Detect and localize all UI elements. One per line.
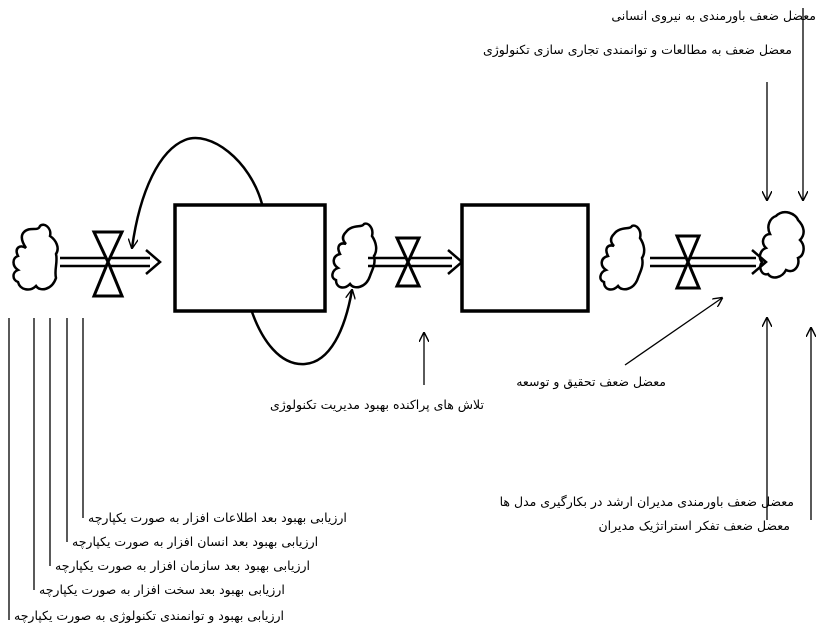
cloud-mid-2-icon — [599, 224, 646, 291]
label-center: تلاش های پراکنده بهبود مدیریت تکنولوژی — [269, 397, 484, 412]
label-top-1: معضل ضعف باورمندی به نیروی انسانی — [611, 8, 816, 23]
stock-box-2 — [460, 203, 590, 313]
valve-icon — [394, 236, 422, 288]
label-right-1: معضل ضعف باورمندی مدیران ارشد در بکارگیر… — [499, 494, 794, 509]
valve-icon — [674, 234, 702, 290]
label-left-2: ارزیابی بهبود بعد انسان افزار به صورت یک… — [72, 534, 319, 549]
cloud-mid-1-icon — [331, 222, 378, 289]
cloud-source-icon — [12, 223, 59, 291]
feedback-arc-bottom — [250, 290, 352, 366]
flow-pipe-2 — [368, 249, 464, 275]
label-left-5: ارزیابی بهبود و توانمندی تکنولوژی به صور… — [14, 608, 285, 623]
label-right-2: معضل ضعف تفکر استراتژیک مدیران — [598, 518, 790, 533]
rnd-arrow — [624, 298, 722, 366]
flow-pipe-3 — [650, 249, 768, 275]
label-rnd: معضل ضعف تحقیق و توسعه — [516, 374, 666, 389]
feedback-arc-top — [132, 136, 264, 248]
label-left-3: ارزیابی بهبود بعد سازمان افزار به صورت ی… — [55, 558, 310, 573]
left-evaluation-lines — [8, 318, 84, 620]
label-top-2: معضل ضعف به مطالعات و توانمندی تجاری ساز… — [482, 42, 792, 57]
valve-icon — [91, 230, 125, 298]
label-left-4: ارزیابی بهبود بعد سخت افزار به صورت یکپا… — [39, 582, 285, 597]
cloud-sink-icon — [758, 210, 805, 279]
label-left-1: ارزیابی بهبود بعد اطلاعات افزار به صورت … — [88, 510, 347, 525]
stock-box-1 — [173, 203, 327, 313]
